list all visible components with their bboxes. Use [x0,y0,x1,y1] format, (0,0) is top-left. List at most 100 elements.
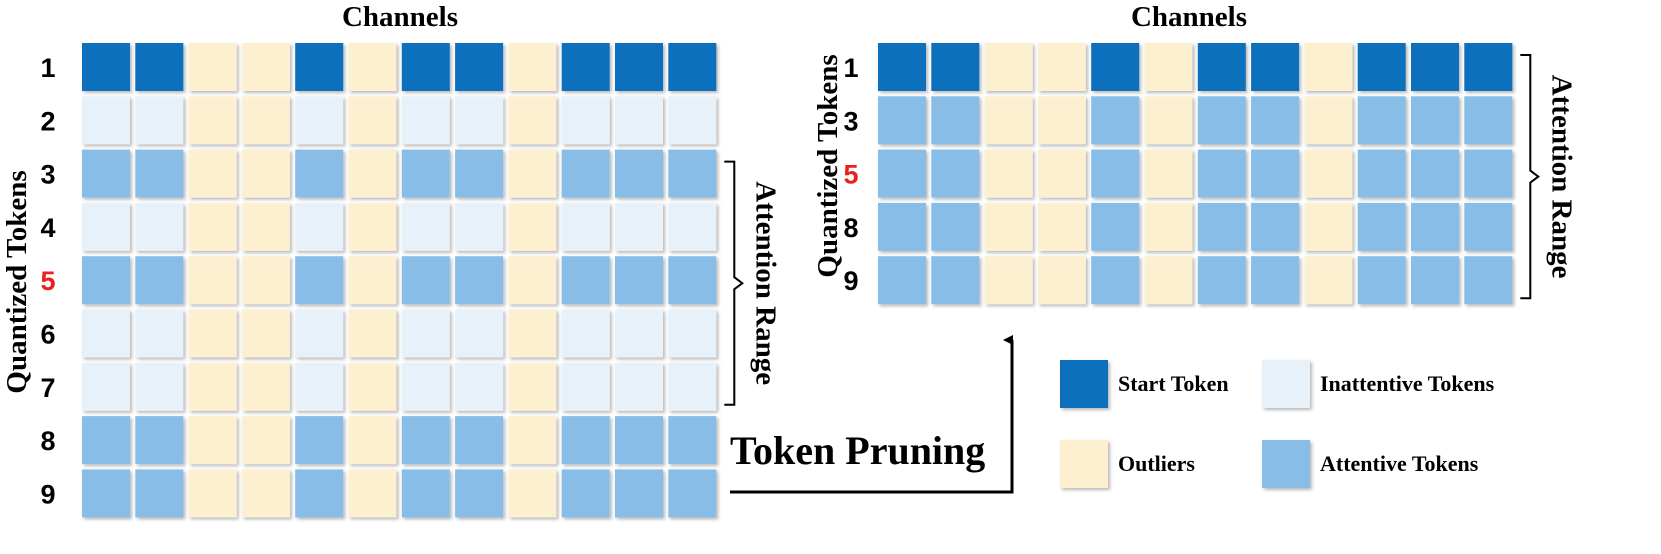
inattentive-token-cell [82,202,130,251]
outlier-cell [188,416,237,465]
inattentive-token-cell [455,96,504,145]
outlier-cell [241,149,290,198]
start-token-cell [1251,43,1300,91]
attentive-token-cell [295,469,344,518]
row-label: 8 [40,426,55,456]
outlier-cell [241,96,290,145]
attentive-token-cell [931,149,980,198]
outlier-cell [508,362,557,411]
token-pruning-arrow-group: Token Pruning [730,335,1014,494]
row-label: 6 [40,320,55,350]
left-attention-range-label: Attention Range [749,181,781,385]
legend-item: Attentive Tokens [1262,440,1479,488]
token-row [82,149,717,198]
attentive-token-cell [931,96,980,145]
attentive-token-cell [1411,96,1459,145]
token-row [82,43,717,91]
start-token-cell [135,43,184,91]
attentive-token-cell [135,149,184,198]
inattentive-token-cell [561,96,610,145]
inattentive-token-cell [455,202,504,251]
attentive-token-cell [1251,96,1300,145]
inattentive-token-cell [615,362,663,411]
attentive-token-cell [1251,202,1300,251]
inattentive-token-cell [295,309,344,358]
attentive-token-cell [668,416,717,465]
start-token-cell [878,43,926,91]
right-quantized-tokens-label: Quantized Tokens [812,54,844,277]
inattentive-token-cell [401,96,450,145]
legend-label: Outliers [1118,451,1195,476]
outlier-cell [508,309,557,358]
attentive-token-cell [668,256,717,305]
attentive-token-cell [135,416,184,465]
inattentive-token-cell [295,202,344,251]
outlier-cell [1304,43,1353,91]
outlier-cell [1304,256,1353,305]
attentive-token-cell [1251,256,1300,305]
outlier-cell [508,43,557,91]
inattentive-token-cell [668,362,717,411]
outlier-cell [1144,43,1193,91]
attentive-token-cell [1464,256,1513,305]
attentive-token-cell [401,149,450,198]
inattentive-token-cell [455,309,504,358]
outlier-cell [348,202,397,251]
outlier-cell [188,149,237,198]
outlier-cell [348,362,397,411]
outlier-cell [984,256,1033,305]
token-row [878,149,1513,198]
inattentive-token-cell [561,362,610,411]
attentive-token-cell [1091,256,1140,305]
token-row [878,202,1513,251]
outlier-cell [348,416,397,465]
token-row [878,256,1513,305]
start-token-cell [561,43,610,91]
attentive-token-cell [1197,256,1246,305]
outlier-cell [508,202,557,251]
outlier-cell [241,469,290,518]
inattentive-token-cell [135,202,184,251]
token-row [82,202,717,251]
row-label: 2 [40,106,55,136]
inattentive-token-cell [82,309,130,358]
token-row [878,96,1513,145]
legend-item: Outliers [1060,440,1195,488]
attentive-token-cell [401,416,450,465]
start-token-cell [668,43,717,91]
outlier-cell [1037,96,1086,145]
outlier-cell [508,469,557,518]
outlier-cell [1037,43,1086,91]
attentive-token-cell [1411,202,1459,251]
row-label: 3 [843,106,858,136]
inattentive-token-cell [135,96,184,145]
attentive-token-cell [82,416,130,465]
inattentive-token-cell [135,309,184,358]
legend-label: Start Token [1118,371,1229,396]
row-label: 4 [40,213,55,243]
attentive-token-cell [668,469,717,518]
outlier-cell [241,43,290,91]
row-label: 1 [843,53,858,83]
outlier-cell [241,416,290,465]
start-token-cell [82,43,130,91]
start-token-cell [615,43,663,91]
token-pruning-label: Token Pruning [730,428,985,473]
attentive-token-cell [615,149,663,198]
inattentive-token-cell [401,362,450,411]
attentive-token-cell [1091,149,1140,198]
attentive-token-cell [1197,149,1246,198]
attentive-token-cell [401,469,450,518]
attentive-token-cell [135,469,184,518]
attentive-token-cell [615,416,663,465]
outlier-cell [508,96,557,145]
attentive-token-cell [615,469,663,518]
attentive-token-cell [1197,202,1246,251]
attentive-token-cell [455,256,504,305]
attentive-token-cell [1464,96,1513,145]
row-label: 1 [40,53,55,83]
outlier-cell [1144,202,1193,251]
right-attention-range-label: Attention Range [1545,75,1577,279]
